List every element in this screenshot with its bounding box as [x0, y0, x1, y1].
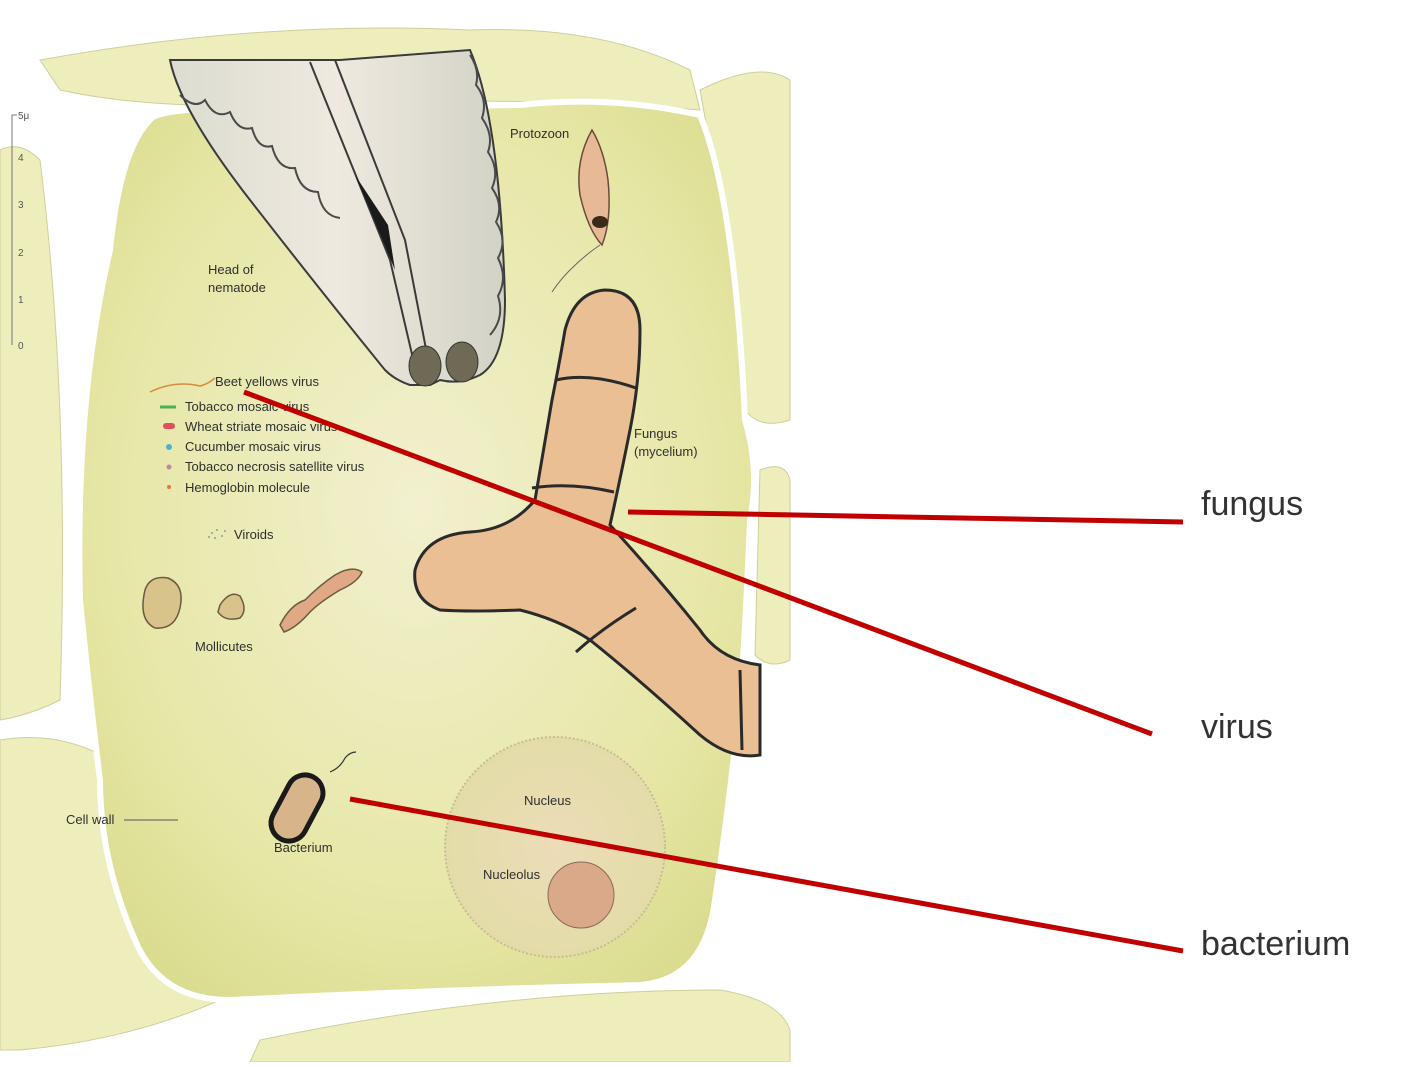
legend-swatch-hemoglobin — [167, 485, 171, 489]
scale-tick: 4 — [18, 153, 24, 164]
nucleus — [445, 737, 665, 957]
scale-tick: 2 — [18, 248, 24, 259]
fungus-label: (mycelium) — [634, 444, 698, 459]
scale-tick: 0 — [18, 341, 24, 352]
nucleus-label: Nucleus — [524, 793, 571, 808]
fungus-label: Fungus — [634, 426, 678, 441]
protozoon-label: Protozoon — [510, 126, 569, 141]
mollicutes-label: Mollicutes — [195, 639, 253, 654]
scale-tick: 3 — [18, 200, 24, 211]
bacterium-callout-label: bacterium — [1201, 925, 1350, 963]
legend-swatch-cucumber-mosaic — [166, 444, 172, 450]
neighbor-cell-bottom — [250, 990, 790, 1062]
nematode-label: Head of — [208, 262, 254, 277]
nucleolus-label: Nucleolus — [483, 867, 541, 882]
scale-unit: 5μ — [18, 111, 30, 122]
legend-swatch-wheat-striate — [163, 423, 175, 429]
legend-label: Hemoglobin molecule — [185, 480, 310, 495]
legend-label: Cucumber mosaic virus — [185, 439, 321, 454]
legend-label: Tobacco necrosis satellite virus — [185, 459, 365, 474]
legend-swatch-tobacco-necrosis — [167, 465, 172, 470]
legend-label: Beet yellows virus — [215, 374, 320, 389]
fungus-callout-label: fungus — [1201, 485, 1303, 523]
cell-wall-label: Cell wall — [66, 812, 115, 827]
nematode-label: nematode — [208, 280, 266, 295]
neighbor-cell-left — [0, 147, 63, 720]
viroids-label: Viroids — [234, 527, 274, 542]
bacterium-label: Bacterium — [274, 840, 333, 855]
scale-tick: 1 — [18, 295, 24, 306]
neighbor-cell-right — [755, 467, 790, 664]
virus-callout-label: virus — [1201, 708, 1273, 746]
